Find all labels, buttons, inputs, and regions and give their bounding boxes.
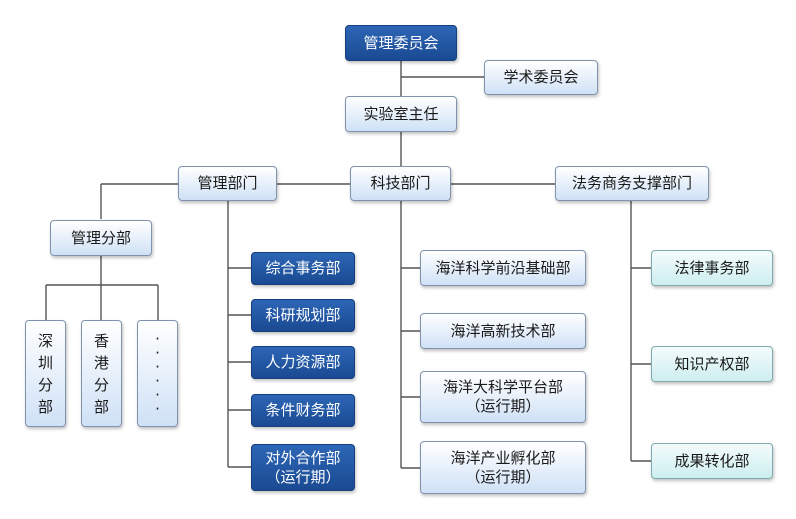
dot: ·: [155, 343, 160, 362]
char: 香: [93, 331, 109, 350]
node-shenzhen-branch: 深 圳 分 部: [25, 320, 66, 427]
node-label: 学术委员会: [503, 68, 579, 86]
node-more-branches: · · · · · ·: [137, 320, 178, 427]
node-admin-dept: 管理部门: [178, 166, 277, 201]
char: 深: [37, 331, 53, 350]
dot: ·: [155, 357, 160, 376]
char: 分: [93, 375, 109, 394]
char: 港: [93, 353, 109, 372]
node-external-cooperation: 对外合作部 （运行期）: [251, 444, 355, 491]
node-label: 管理委员会: [363, 33, 439, 52]
node-academic-committee: 学术委员会: [484, 60, 598, 95]
node-label: 实验室主任: [363, 104, 439, 123]
dot: ·: [155, 399, 160, 418]
node-tech-dept: 科技部门: [350, 166, 451, 201]
node-human-resources: 人力资源部: [251, 346, 355, 379]
node-branch: 管理分部: [50, 220, 152, 256]
node-general-affairs: 综合事务部: [251, 252, 355, 285]
dot: ·: [155, 385, 160, 404]
node-legal-affairs: 法律事务部: [651, 250, 773, 286]
node-label: 海洋大科学平台部 （运行期）: [442, 378, 563, 415]
node-label: 知识产权部: [674, 354, 750, 373]
node-label: 海洋科学前沿基础部: [435, 258, 571, 277]
node-label: 综合事务部: [265, 259, 341, 277]
node-label: 成果转化部: [674, 451, 750, 470]
dot: ·: [155, 371, 160, 390]
node-label: 海洋产业孵化部 （运行期）: [450, 448, 556, 486]
node-label: 科研规划部: [265, 306, 341, 324]
node-label: 科技部门: [370, 174, 431, 192]
node-label: 条件财务部: [265, 401, 341, 419]
node-ocean-frontier: 海洋科学前沿基础部: [420, 250, 586, 286]
node-tech-transfer: 成果转化部: [651, 443, 773, 479]
node-label: 人力资源部: [265, 353, 341, 371]
node-hongkong-branch: 香 港 分 部: [81, 320, 122, 427]
node-label: 海洋高新技术部: [450, 321, 556, 340]
node-ip: 知识产权部: [651, 346, 773, 382]
dot: ·: [155, 329, 160, 348]
node-label: 管理分部: [70, 228, 131, 247]
char: 分: [37, 375, 53, 394]
node-research-planning: 科研规划部: [251, 299, 355, 332]
node-lab-director: 实验室主任: [345, 96, 457, 132]
node-label: 法务商务支撑部门: [571, 174, 692, 192]
node-legal-dept: 法务商务支撑部门: [555, 166, 709, 201]
char: 圳: [37, 353, 53, 372]
node-ocean-incubation: 海洋产业孵化部 （运行期）: [420, 441, 586, 494]
node-label: 管理部门: [197, 174, 258, 192]
char: 部: [37, 397, 53, 416]
char: 部: [93, 397, 109, 416]
node-label: 对外合作部 （运行期）: [265, 448, 341, 486]
node-ocean-platform: 海洋大科学平台部 （运行期）: [420, 371, 586, 423]
node-finance: 条件财务部: [251, 394, 355, 427]
node-management-committee: 管理委员会: [345, 25, 457, 61]
node-label: 法律事务部: [674, 258, 750, 277]
node-ocean-hightech: 海洋高新技术部: [420, 313, 586, 349]
